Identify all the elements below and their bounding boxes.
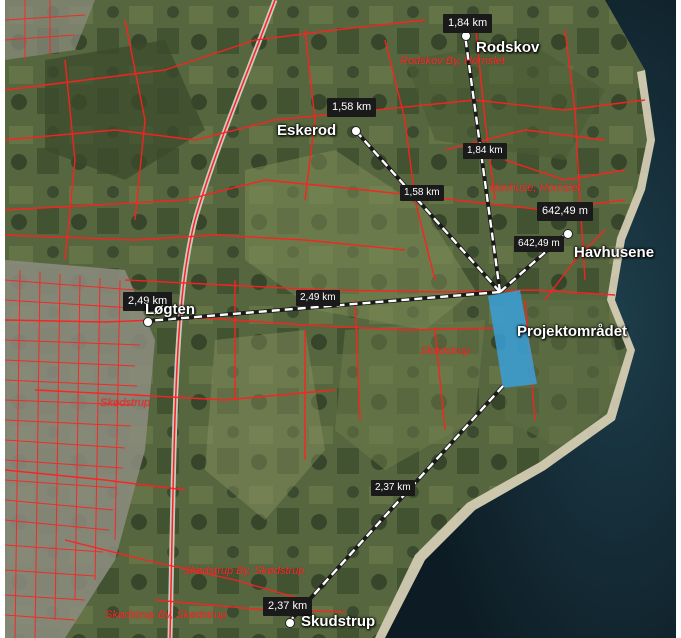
distance-line-skudstrup bbox=[288, 385, 504, 623]
project-area-polygon bbox=[488, 290, 537, 388]
cadastral-label: Skødstrup By, Skødstrup bbox=[183, 565, 305, 577]
line-distance-label-rodskov: 1,84 km bbox=[463, 143, 507, 159]
map-view[interactable]: Rodskov By, Hornslet Havhuse, Hornslet S… bbox=[5, 0, 676, 638]
cadastral-label: Havhuse, Hornslet bbox=[490, 182, 581, 194]
place-label-logten: Løgten bbox=[145, 301, 195, 318]
line-distance-label-skudstrup: 2,37 km bbox=[371, 480, 415, 496]
logten-marker-icon[interactable] bbox=[143, 317, 153, 327]
distance-line-havhusene bbox=[499, 232, 568, 293]
line-distance-label-eskerod: 1,58 km bbox=[400, 185, 444, 201]
line-distance-label-havhusene: 642,49 m bbox=[514, 236, 564, 252]
distance-badge-havhusene: 642,49 m bbox=[537, 202, 593, 221]
cadastral-label: Skødstrup By, Skødstrup bbox=[105, 609, 227, 621]
eskerod-marker-icon[interactable] bbox=[351, 126, 361, 136]
cadastral-label: Skødstrup bbox=[420, 345, 471, 357]
distance-line-rodskov bbox=[463, 34, 502, 293]
distance-badge-logten: 2,49 km bbox=[123, 292, 173, 311]
place-label-skudstrup: Skudstrup bbox=[301, 613, 376, 630]
distance-badge-rodskov: 1,84 km bbox=[443, 14, 493, 33]
havhusene-marker-icon[interactable] bbox=[563, 229, 573, 239]
distance-badge-skudstrup: 2,37 km bbox=[263, 597, 313, 616]
distance-badge-eskerod: 1,58 km bbox=[327, 98, 377, 117]
distance-line-logten bbox=[146, 290, 501, 323]
project-area-label: Projektområdet bbox=[517, 323, 628, 340]
place-label-eskerod: Eskerod bbox=[277, 122, 337, 139]
map-canvas bbox=[5, 0, 676, 638]
line-distance-label-logten: 2,49 km bbox=[296, 290, 340, 306]
skudstrup-marker-icon[interactable] bbox=[285, 618, 295, 628]
place-label-havhusene: Havhusene bbox=[574, 244, 655, 261]
cadastral-label: Rodskov By, Hornslet bbox=[400, 55, 505, 67]
cadastral-label: Skødstrup bbox=[100, 397, 151, 409]
distance-line-eskerod bbox=[354, 129, 501, 293]
place-label-rodskov: Rodskov bbox=[476, 39, 540, 56]
